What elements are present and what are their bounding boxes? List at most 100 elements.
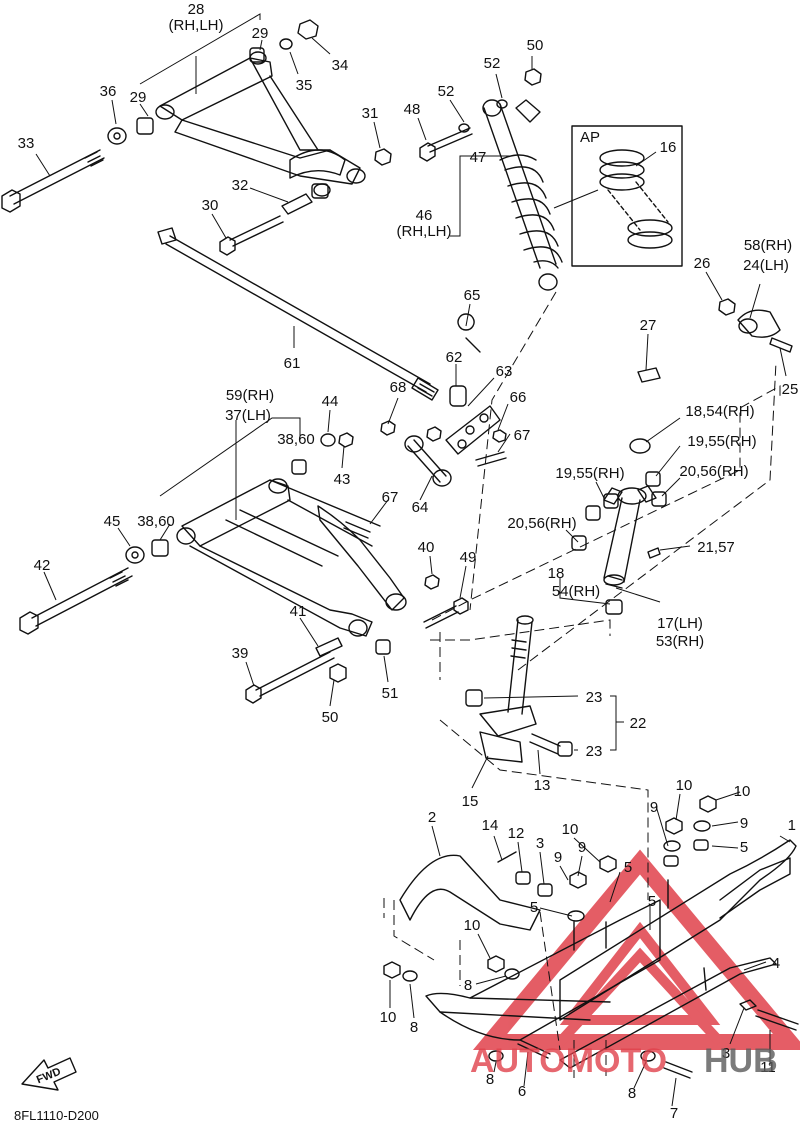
bolt-42 [31, 567, 133, 627]
label-10c: 10 [562, 821, 579, 838]
bush-12 [515, 871, 531, 885]
washer-9a [693, 820, 711, 832]
label-38-60a: 38,60 [277, 431, 315, 448]
label-5b: 5 [624, 859, 632, 876]
label-52a: 52 [484, 55, 501, 72]
label-45: 45 [104, 513, 121, 530]
steering-column [479, 615, 537, 737]
label-34: 34 [332, 57, 349, 74]
nut-10a [699, 795, 717, 813]
label-32: 32 [232, 177, 249, 194]
bolt-33 [9, 149, 105, 205]
label-29b: 29 [130, 89, 147, 106]
label-16: 16 [660, 139, 677, 156]
bush-23b [557, 741, 573, 757]
label-18b: 18 [548, 565, 565, 582]
label-19a: 19,55(RH) [555, 465, 624, 482]
label-8a: 8 [464, 977, 472, 994]
bolt-49 [423, 605, 459, 629]
label-20b: 20,56(RH) [507, 515, 576, 532]
nut-10e [383, 961, 401, 979]
bolt-6 [517, 1039, 551, 1059]
cap-27 [637, 367, 661, 383]
label-22: 22 [630, 715, 647, 732]
label-54b: 54(RH) [552, 583, 600, 600]
label-67a: 67 [514, 427, 531, 444]
nut-26 [718, 298, 736, 316]
label-1: 1 [788, 817, 796, 834]
diagram-code: 8FL1110-D200 [14, 1108, 99, 1123]
label-28: 28 [188, 1, 205, 18]
label-23b: 23 [586, 743, 603, 760]
leader-lines [35, 13, 791, 1107]
label-51: 51 [382, 685, 399, 702]
label-9b: 9 [740, 815, 748, 832]
ski-runner-4 [559, 957, 777, 1069]
bush-38a [291, 459, 307, 475]
fwd-label: FWD [35, 1066, 63, 1087]
bolt-67a [475, 451, 507, 467]
washer-45 [125, 546, 145, 564]
washer-9b [663, 840, 681, 852]
label-53: 53(RH) [656, 633, 704, 650]
washer-52a [496, 99, 508, 109]
label-35: 35 [296, 77, 313, 94]
bush-20a [651, 491, 667, 507]
label-8b: 8 [410, 1019, 418, 1036]
label-26: 26 [694, 255, 711, 272]
bolt-67b [343, 521, 371, 539]
pin-14 [497, 851, 517, 863]
label-63: 63 [496, 363, 513, 380]
spindle-17 [603, 485, 657, 589]
bush-23a [465, 689, 483, 707]
label-52b: 52 [438, 83, 455, 100]
label-14: 14 [482, 817, 499, 834]
label-27: 27 [640, 317, 657, 334]
label-3a: 3 [536, 835, 544, 852]
watermark-text-primary: AUTOMOTO [470, 1042, 667, 1080]
nut-10d [487, 955, 505, 973]
label-15: 15 [462, 793, 479, 810]
label-38-60b: 38,60 [137, 513, 175, 530]
label-11: 11 [760, 1059, 776, 1076]
bolt-25 [769, 337, 793, 353]
label-39: 39 [232, 645, 249, 662]
nipple-21 [647, 547, 661, 559]
label-59: 59(RH) [226, 387, 274, 404]
bush-5a [693, 839, 709, 851]
label-68: 68 [390, 379, 407, 396]
bushing-18b [605, 599, 623, 615]
label-43: 43 [334, 471, 351, 488]
label-10b: 10 [734, 783, 751, 800]
nut-50a [524, 68, 542, 86]
label-29a: 29 [252, 25, 269, 42]
arm-58 [737, 309, 781, 338]
bracket-63 [445, 405, 501, 455]
spring-16 [599, 149, 673, 249]
label-46-sub: (RH,LH) [397, 223, 452, 240]
label-50b: 50 [322, 709, 339, 726]
nut-66 [492, 429, 507, 443]
collar-32 [281, 193, 313, 215]
label-9a: 9 [650, 799, 658, 816]
bush-19a [645, 471, 661, 487]
label-47: 47 [470, 149, 487, 166]
callout-labels: 28 (RH,LH) 29 29 34 35 36 33 31 32 30 50… [18, 1, 799, 1122]
ball-joint-65 [457, 313, 481, 353]
label-44: 44 [322, 393, 339, 410]
label-10e: 10 [380, 1009, 397, 1026]
label-12: 12 [508, 825, 525, 842]
label-36: 36 [100, 83, 117, 100]
lower-a-arm [176, 478, 407, 637]
label-20a: 20,56(RH) [679, 463, 748, 480]
pin-13 [529, 733, 561, 755]
label-33: 33 [18, 135, 35, 152]
label-5a: 5 [740, 839, 748, 856]
label-50a: 50 [527, 37, 544, 54]
link-64 [407, 439, 447, 483]
label-17: 17(LH) [657, 615, 703, 632]
bush-20b [571, 535, 587, 551]
label-46: 46 [416, 207, 433, 224]
watermark-text: AUTOMOTO HUB [470, 1042, 778, 1080]
